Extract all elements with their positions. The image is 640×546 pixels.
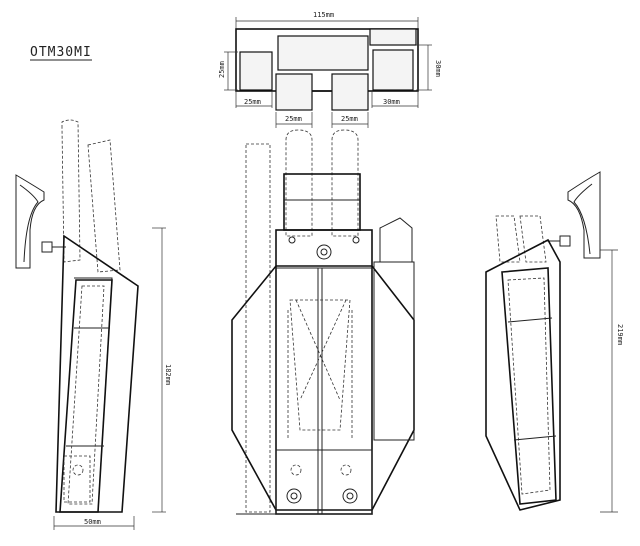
right-side-view: 219mm <box>485 171 624 513</box>
dim-left-height: 25mm <box>218 61 226 78</box>
dim-bottom-left: 25mm <box>244 98 261 106</box>
dim-side-height: 182mm <box>164 364 172 385</box>
dim-bottom-right: 30mm <box>383 98 400 106</box>
top-cross-section-view: 115mm 25mm 30mm 25mm 30mm <box>218 11 442 128</box>
front-view <box>231 129 415 515</box>
left-side-view: 182mm 50mm <box>15 119 172 530</box>
drawing-title: OTM30MI <box>30 45 92 60</box>
dim-right-total-height: 219mm <box>616 324 624 345</box>
dim-lower-right-slot: 25mm <box>341 115 358 123</box>
dim-top-width: 115mm <box>313 11 334 19</box>
dim-side-width: 50mm <box>84 518 101 526</box>
dim-right-height: 30mm <box>434 60 442 77</box>
dim-lower-left-slot: 25mm <box>285 115 302 123</box>
